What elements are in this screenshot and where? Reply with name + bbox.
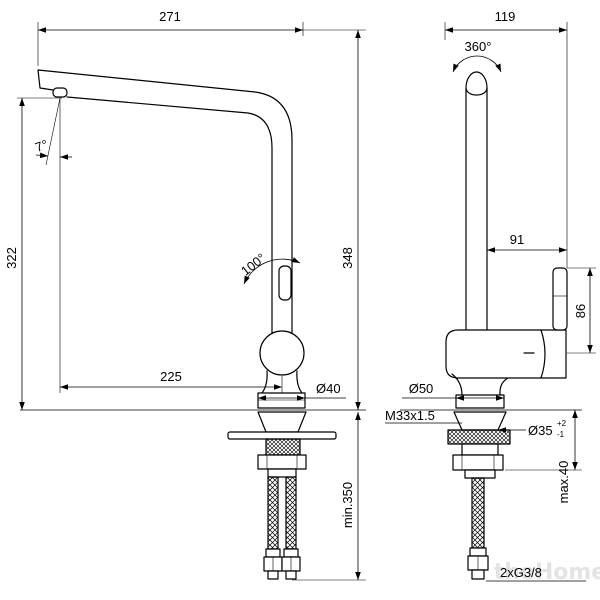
hose-left bbox=[267, 476, 279, 550]
lever-hub bbox=[540, 329, 546, 379]
spout-lower-contour bbox=[66, 96, 273, 334]
spout-top-cap bbox=[465, 71, 488, 89]
dimension-width-side: 119 bbox=[444, 9, 568, 268]
dimension-label: 271 bbox=[159, 9, 181, 24]
fitting-collar bbox=[469, 547, 487, 557]
connection-callout: 2xG3/8 bbox=[486, 565, 586, 582]
faucet-body-side bbox=[445, 329, 567, 379]
aerator bbox=[52, 87, 68, 98]
dimension-lever-height: 86 bbox=[567, 267, 596, 354]
fitting-end bbox=[285, 570, 297, 580]
dimension-label: Ø40 bbox=[316, 381, 341, 396]
spout-upper-contour bbox=[37, 69, 293, 334]
spout-tip bbox=[37, 69, 54, 91]
angle-arc bbox=[243, 257, 301, 285]
angle-label: 100° bbox=[238, 250, 268, 278]
dimension-counter-thickness: max.40 bbox=[505, 410, 582, 503]
hose-fitting-side bbox=[467, 547, 489, 580]
dimension-hose-length: min.350 bbox=[292, 412, 366, 581]
dimension-spout-angle: 7° bbox=[33, 97, 72, 166]
base-flange-side bbox=[455, 394, 505, 409]
fixing-nut-side bbox=[452, 454, 504, 471]
dimension-label: 86 bbox=[573, 304, 588, 318]
spout-top-detail bbox=[465, 87, 488, 96]
dimension-spout-rotation: 360° bbox=[452, 39, 502, 73]
dimension-label: 348 bbox=[340, 247, 355, 269]
fitting-end bbox=[267, 570, 279, 580]
thread-callout: M33x1.5 bbox=[385, 408, 462, 424]
front-view: 271 322 7° 225 348 bbox=[4, 9, 366, 581]
shank-stub-front bbox=[267, 468, 297, 478]
side-view: 119 360° 91 86 Ø50 M33x1.5 bbox=[385, 9, 596, 582]
fitting-collar bbox=[265, 548, 281, 558]
faucet-body-front bbox=[259, 330, 305, 376]
seal-side bbox=[453, 411, 507, 431]
dimension-label: min.350 bbox=[340, 482, 355, 528]
shank-stub-side bbox=[464, 469, 496, 479]
dimension-mounting-hole: Ø35 +2 -1 bbox=[498, 419, 567, 439]
dimension-width-front: 271 bbox=[37, 9, 304, 66]
body-neck-front bbox=[261, 370, 303, 394]
rotation-label: 360° bbox=[465, 39, 492, 54]
base-ring-front bbox=[257, 392, 306, 409]
thread-label: M33x1.5 bbox=[385, 408, 435, 423]
angle-arc bbox=[35, 152, 49, 159]
lever-handle-front bbox=[278, 265, 292, 301]
dimension-label: 225 bbox=[160, 369, 182, 384]
hose-fitting-left bbox=[263, 548, 283, 580]
fitting-collar bbox=[283, 548, 299, 558]
hose-fitting-right bbox=[281, 548, 301, 580]
tolerance-upper: +2 bbox=[557, 419, 567, 428]
dimension-base-diameter-side: Ø50 bbox=[402, 381, 504, 401]
seal-front bbox=[257, 411, 307, 433]
hose-right bbox=[285, 476, 297, 550]
dimension-lever-offset: 91 bbox=[487, 232, 567, 253]
fixing-plate-side bbox=[447, 429, 511, 445]
body-neck-side bbox=[451, 373, 509, 396]
dimension-total-height: 348 bbox=[300, 29, 366, 410]
dimension-label: Ø35 bbox=[528, 423, 553, 438]
dimension-label: max.40 bbox=[556, 461, 571, 504]
connection-label: 2xG3/8 bbox=[500, 565, 542, 580]
dimension-base-diameter-front: Ø40 bbox=[258, 381, 346, 401]
spout bbox=[37, 69, 293, 334]
threaded-shank-side bbox=[461, 443, 499, 456]
dimension-label: 91 bbox=[510, 232, 524, 247]
dimension-reach: 225 bbox=[59, 98, 283, 393]
fixing-plate-front bbox=[227, 431, 337, 440]
fitting-end bbox=[471, 569, 485, 580]
dimension-label: 119 bbox=[495, 9, 516, 24]
tolerance-lower: -1 bbox=[557, 430, 565, 439]
threaded-shank-front bbox=[265, 438, 301, 456]
rotation-arc bbox=[452, 55, 502, 73]
dimension-label: 322 bbox=[4, 247, 19, 269]
lever-handle-side bbox=[552, 267, 568, 331]
dimension-label: Ø50 bbox=[409, 381, 434, 396]
fixing-nut-front bbox=[257, 454, 307, 470]
angle-label: 7° bbox=[33, 137, 50, 155]
hose-side bbox=[471, 477, 485, 549]
angle-reference-line bbox=[45, 97, 61, 166]
dimension-spout-height: 322 bbox=[4, 97, 62, 410]
